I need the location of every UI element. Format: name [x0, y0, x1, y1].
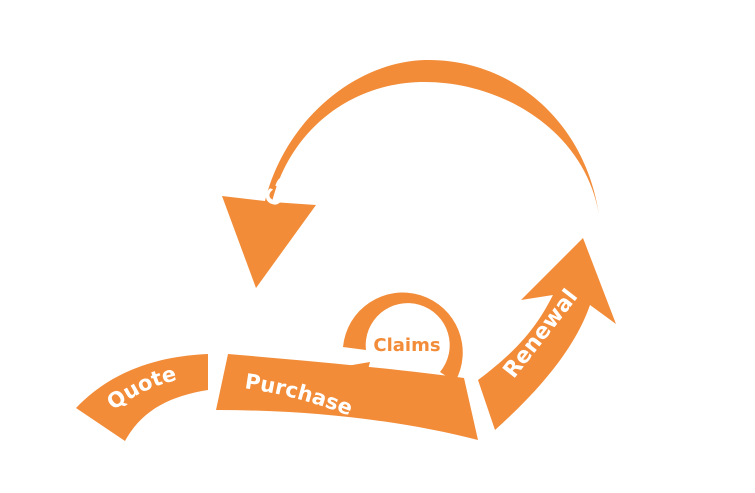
claims-label: Claims — [373, 335, 440, 356]
claims-arrowhead — [335, 362, 370, 392]
purchase-arrow — [216, 354, 478, 440]
quote-arrow — [76, 354, 208, 441]
cancellation-arrow — [222, 59, 599, 289]
claims-loop — [343, 292, 463, 382]
renewal-arrow — [478, 238, 616, 430]
